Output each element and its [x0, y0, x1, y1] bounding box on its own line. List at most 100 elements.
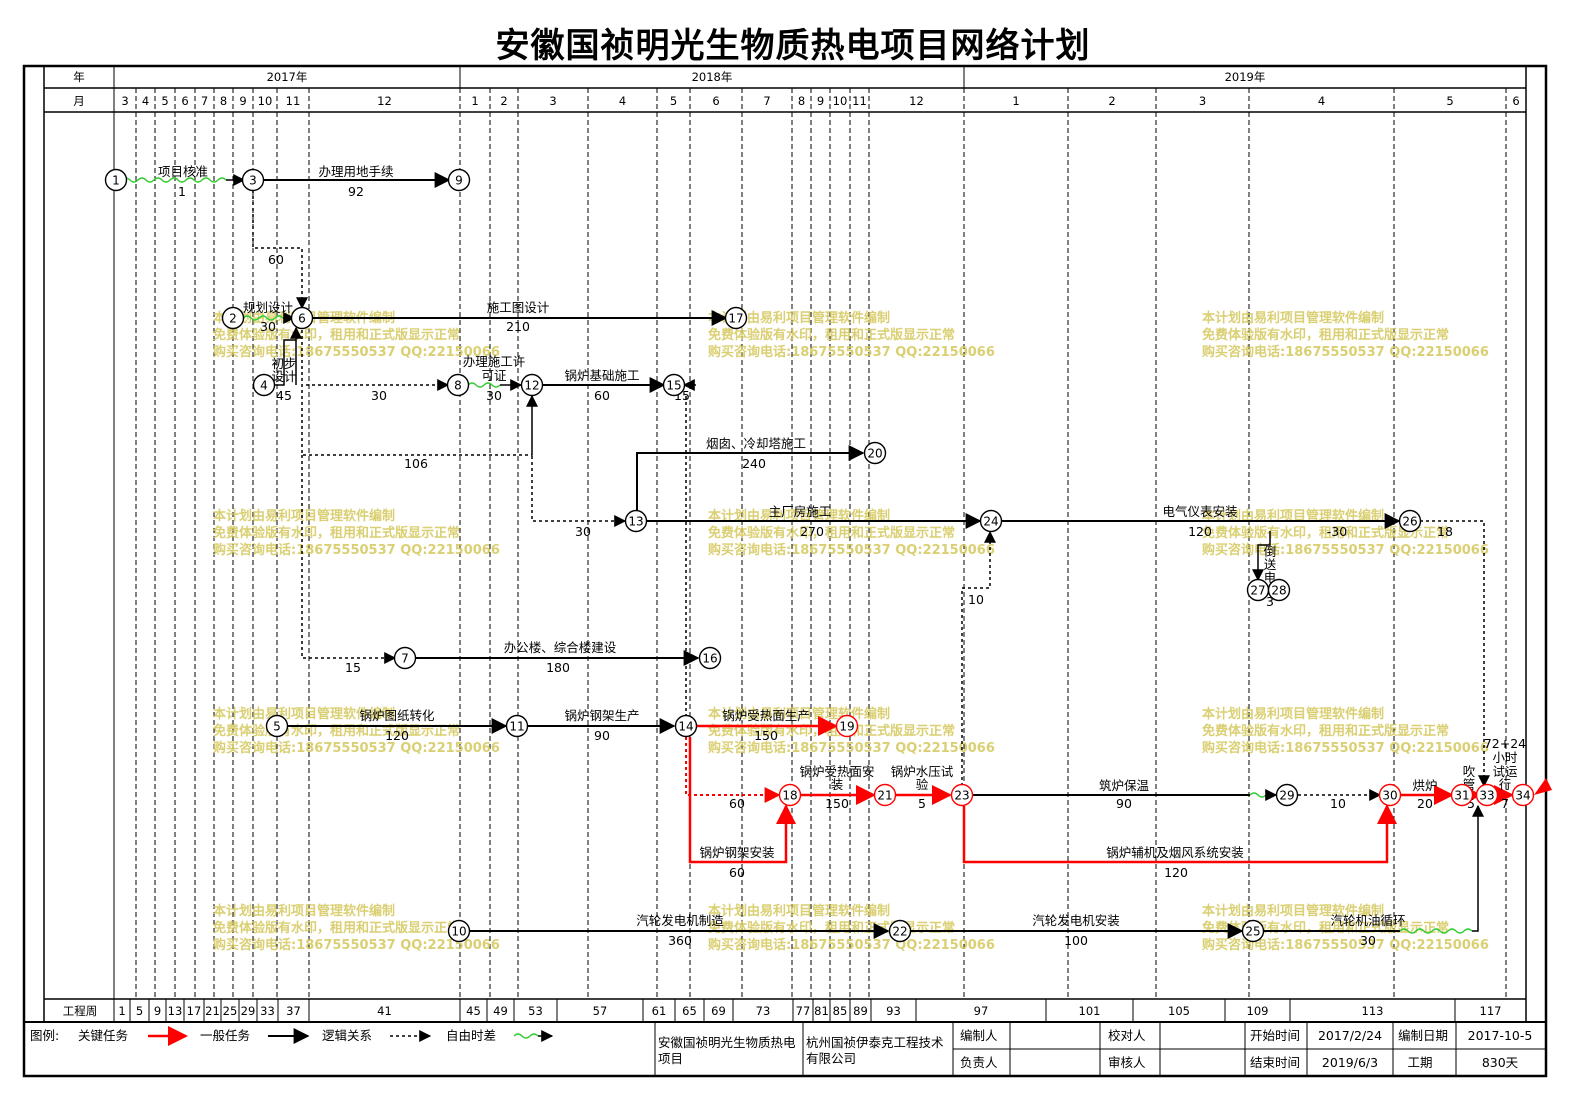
task-label: 验	[916, 777, 929, 792]
legend-float-label: 自由时差	[446, 1028, 496, 1043]
watermark-text: 免费体验版有水印，租用和正式版显示正常	[213, 327, 460, 343]
event-node: 17	[724, 306, 748, 330]
watermark-text: 购买咨询电话:18675550537 QQ:22150066	[1202, 542, 1489, 558]
week-label: 33	[260, 1004, 275, 1018]
watermark-text: 购买咨询电话:18675550537 QQ:22150066	[213, 344, 500, 360]
task-label: 30	[575, 524, 591, 539]
task-label: 电气仪表安装	[1162, 504, 1237, 519]
event-node: 13	[624, 509, 648, 533]
week-label: 21	[205, 1004, 220, 1018]
week-label: 113	[1362, 1004, 1384, 1018]
event-node: 3	[241, 168, 265, 192]
watermark-text: 本计划由易利项目管理软件编制	[708, 310, 890, 326]
watermark-text: 免费体验版有水印，租用和正式版显示正常	[213, 525, 460, 541]
node-number: 6	[298, 312, 306, 326]
month-label: 10	[833, 94, 848, 108]
task-label: 主厂房施工	[769, 504, 832, 519]
arrow-13-20	[636, 445, 865, 510]
watermark-text: 免费体验版有水印，租用和正式版显示正常	[213, 920, 460, 936]
event-node: 34	[1511, 783, 1535, 807]
outer-frame	[22, 64, 1548, 1078]
task-label: -30	[1327, 524, 1347, 539]
watermark-text: 购买咨询电话:18675550537 QQ:22150066	[708, 344, 995, 360]
node-number: 14	[678, 720, 693, 734]
task-label: 18	[1437, 524, 1453, 539]
task-label: 锅炉钢架生产	[564, 708, 639, 723]
node-number: 3	[249, 174, 257, 188]
task-label: 72+24	[1484, 736, 1526, 751]
node-number: 19	[839, 720, 854, 734]
arrow-12-13	[531, 396, 627, 527]
activity-arrows	[121, 172, 1552, 939]
footer-start-value: 2017/2/24	[1318, 1028, 1382, 1043]
task-label: 汽轮机油循环	[1330, 913, 1405, 928]
finish-flag-icon	[1534, 778, 1552, 795]
month-label: 4	[142, 94, 149, 108]
task-label: 5	[918, 796, 926, 811]
task-label: 办理施工许	[463, 354, 526, 369]
month-label: 10	[258, 94, 273, 108]
month-label: 9	[817, 94, 824, 108]
node-number: 31	[1454, 789, 1469, 803]
footer-duration-label: 工期	[1407, 1055, 1432, 1070]
event-node: 5	[265, 714, 289, 738]
task-label: 92	[348, 184, 364, 199]
task-label: 送	[1264, 557, 1277, 572]
event-node: 18	[778, 783, 802, 807]
month-label: 6	[712, 94, 719, 108]
week-label: 81	[814, 1004, 829, 1018]
week-label: 13	[168, 1004, 183, 1018]
task-label: 锅炉图纸转化	[359, 708, 435, 723]
month-label: 7	[763, 94, 770, 108]
watermark-text: 免费体验版有水印，租用和正式版显示正常	[1202, 327, 1449, 343]
event-node: 2	[221, 306, 245, 330]
task-label: 锅炉受热面生产	[722, 708, 810, 723]
week-label: 1	[118, 1004, 125, 1018]
task-label: 锅炉辅机及烟风系统安装	[1106, 845, 1244, 860]
task-label: 锅炉基础施工	[564, 368, 639, 383]
watermark-text: 免费体验版有水印，租用和正式版显示正常	[708, 525, 955, 541]
arrow-26-27	[1252, 531, 1271, 582]
event-node: 23	[950, 783, 974, 807]
legend-critical-label: 关键任务	[78, 1028, 128, 1043]
year-header-label: 年	[73, 70, 85, 84]
task-label: 30	[371, 388, 387, 403]
node-number: 18	[782, 789, 797, 803]
month-label: 1	[1012, 94, 1019, 108]
task-label: 筑炉保温	[1099, 778, 1150, 793]
event-node: 14	[674, 714, 698, 738]
month-label: 3	[1199, 94, 1206, 108]
footer-reviewer-label: 审核人	[1108, 1055, 1146, 1070]
task-label: 30	[1360, 933, 1376, 948]
node-number: 4	[260, 379, 268, 393]
month-label: 11	[286, 94, 301, 108]
watermark-text: 本计划由易利项目管理软件编制	[708, 903, 890, 919]
task-label: 倒	[1264, 544, 1277, 559]
footer-owner-label: 负责人	[960, 1055, 998, 1070]
month-label: 12	[909, 94, 924, 108]
watermark-text: 免费体验版有水印，租用和正式版显示正常	[708, 920, 955, 936]
event-nodes: 1234567891011121314151617181920212223242…	[104, 168, 1535, 943]
task-label: 办理用地手续	[318, 164, 393, 179]
legend-title: 图例:	[30, 1028, 59, 1043]
month-label: 1	[471, 94, 478, 108]
grid	[43, 66, 1527, 1022]
task-label: 可证	[481, 368, 507, 383]
task-label: 180	[546, 660, 570, 675]
footer-duration-value: 830天	[1482, 1055, 1519, 1070]
event-node: 1	[104, 168, 128, 192]
node-number: 11	[509, 720, 524, 734]
node-number: 23	[954, 789, 969, 803]
node-number: 2	[229, 312, 237, 326]
event-node: 26	[1398, 509, 1422, 533]
month-label: 6	[1512, 94, 1519, 108]
arrow-14-18-steel	[688, 737, 796, 864]
arrow-6-7	[301, 455, 397, 664]
event-node: 27	[1246, 578, 1270, 602]
watermark-text: 购买咨询电话:18675550537 QQ:22150066	[213, 937, 500, 953]
node-number: 10	[451, 925, 466, 939]
task-label: 100	[1064, 933, 1088, 948]
week-label: 49	[493, 1004, 508, 1018]
